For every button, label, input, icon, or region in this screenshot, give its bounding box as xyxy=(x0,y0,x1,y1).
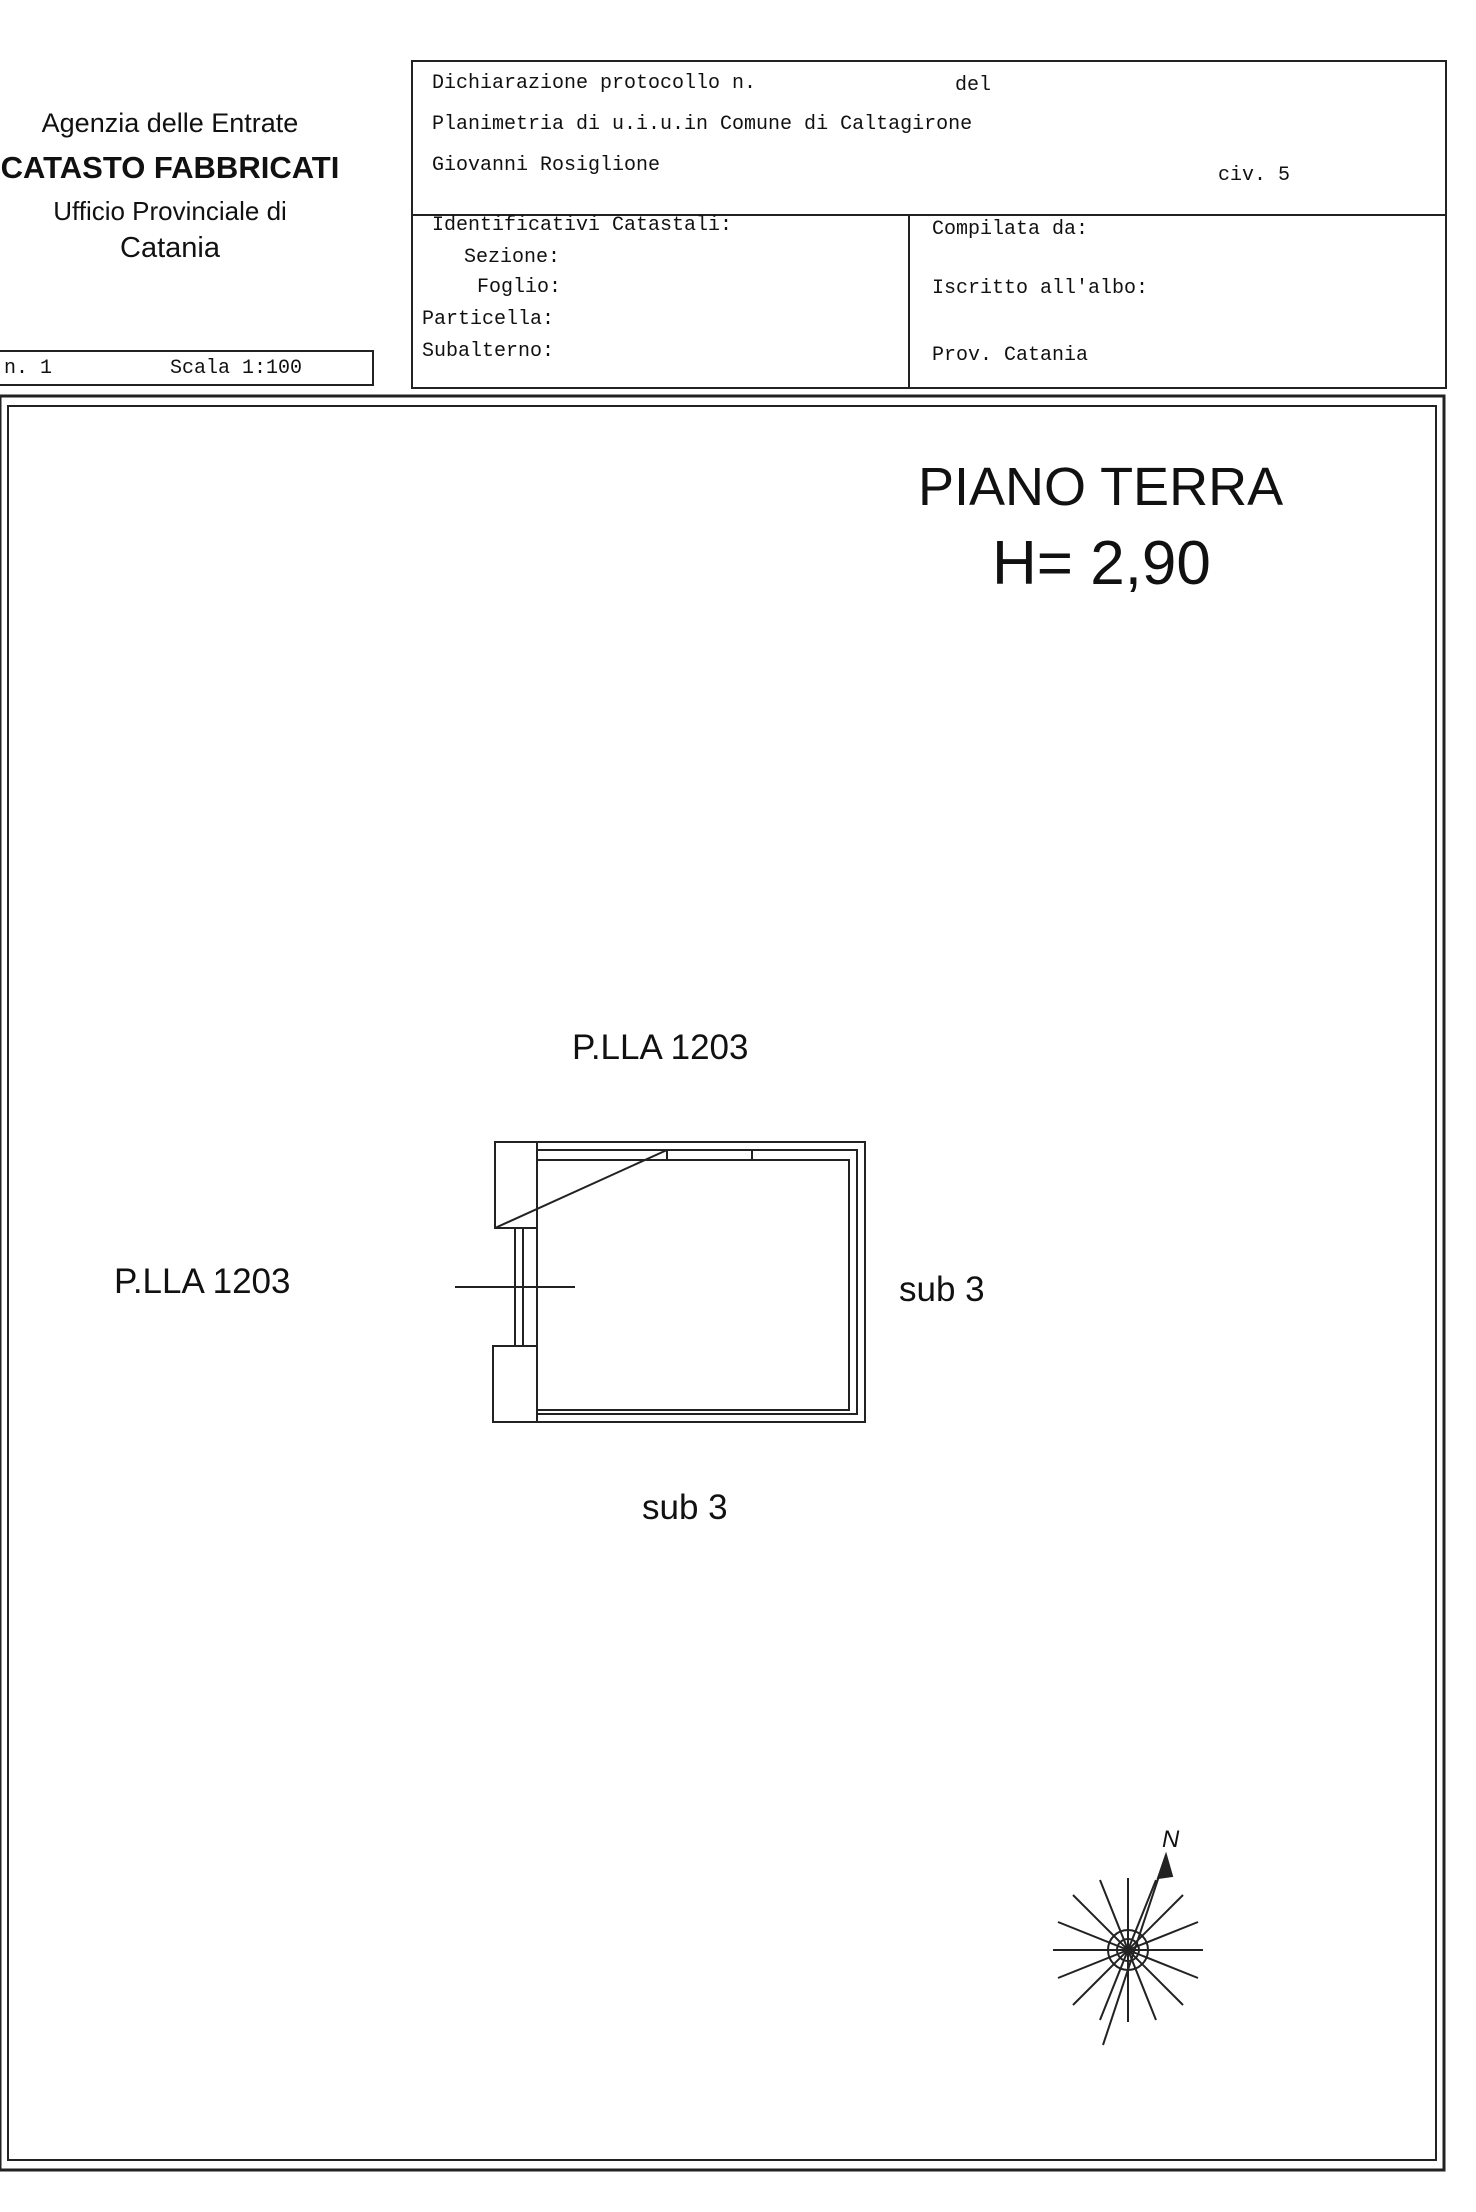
identifiers-divider xyxy=(908,214,910,389)
sheet-number: a n. 1 xyxy=(0,357,53,380)
sub-label-right: sub 3 xyxy=(899,1270,985,1309)
drawing-frame-outer xyxy=(0,394,1446,2172)
catasto-fabbricati-title: CATASTO FABBRICATI xyxy=(0,150,340,185)
sezione-label: Sezione: xyxy=(464,246,561,269)
compilata-label: Compilata da: xyxy=(932,218,1089,241)
sheet-scale-box xyxy=(0,350,374,386)
iscritto-label: Iscritto all'albo: xyxy=(932,277,1149,300)
foglio-label: Foglio: xyxy=(477,276,562,299)
sub-label-bottom: sub 3 xyxy=(642,1488,728,1527)
compass-rose xyxy=(1053,1851,1203,2046)
civic-number: civ. 5 xyxy=(1218,164,1291,187)
room-outer-wall xyxy=(492,1141,866,1423)
floor-title: PIANO TERRA xyxy=(918,457,1284,517)
province-catania: Catania xyxy=(120,232,220,264)
scale-label: Scala 1:100 xyxy=(170,357,303,380)
ufficio-provinciale: Ufficio Provinciale di xyxy=(53,196,287,226)
parcel-label-left: P.LLA 1203 xyxy=(114,1262,291,1301)
address-label: Giovanni Rosiglione xyxy=(432,154,661,177)
room-inner-wall xyxy=(536,1149,667,1160)
north-label: N xyxy=(1162,1826,1180,1853)
parcel-label-top: P.LLA 1203 xyxy=(572,1028,749,1067)
agency-name: Agenzia delle Entrate xyxy=(41,108,299,138)
wall-block-bottom xyxy=(492,1345,538,1423)
window-top xyxy=(666,1149,753,1161)
protocol-label: Dichiarazione protocollo n. xyxy=(432,72,757,95)
planimetria-label: Planimetria di u.i.u.in Comune di Caltag… xyxy=(432,113,973,136)
identifiers-title: Identificativi Catastali: xyxy=(432,214,733,237)
particella-label: Particella: xyxy=(422,308,555,331)
room-interior xyxy=(536,1159,850,1411)
identifiers-box xyxy=(411,214,1447,389)
province-label: Prov. Catania xyxy=(932,344,1089,367)
floor-height: H= 2,90 xyxy=(992,529,1211,598)
del-label: del xyxy=(955,74,992,97)
wall-block-top xyxy=(494,1141,538,1229)
subalterno-label: Subalterno: xyxy=(422,340,555,363)
drawing-frame-inner xyxy=(7,405,1437,2161)
